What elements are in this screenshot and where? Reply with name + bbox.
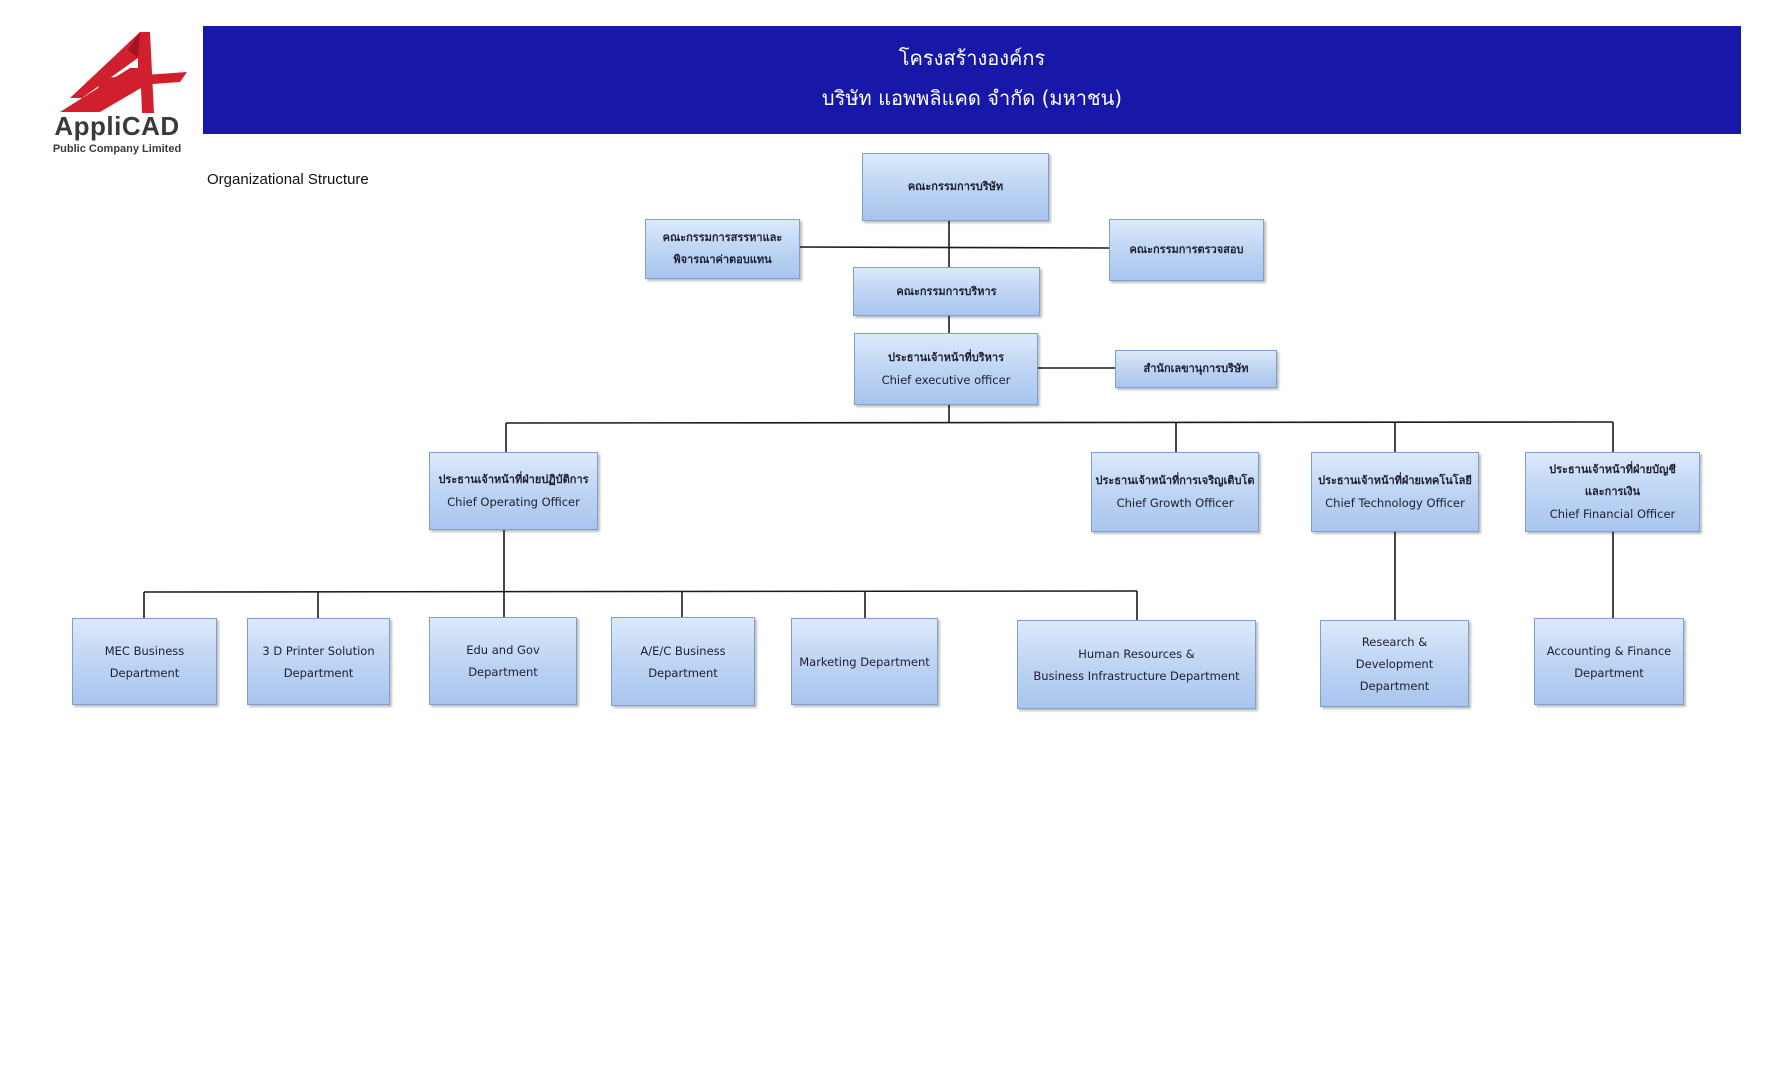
org-box-label: คณะกรรมการบริหาร	[896, 284, 997, 298]
org-box-cgo: ประธานเจ้าหน้าที่การเจริญเติบโต Chief Gr…	[1091, 452, 1259, 532]
org-box-coo: ประธานเจ้าหน้าที่ฝ่ายปฏิบัติการ Chief Op…	[429, 452, 598, 530]
org-box-label: Development	[1355, 656, 1434, 671]
org-box-label: Chief Technology Officer	[1325, 496, 1465, 510]
org-box-label: Chief Financial Officer	[1549, 507, 1676, 521]
org-box-nomination-committee: คณะกรรมการสรรหาและ พิจารณาค่าตอบแทน	[645, 219, 800, 279]
org-box-rnd-department: Research & Development Department	[1320, 620, 1469, 707]
org-box-label: Edu and Gov	[466, 643, 540, 657]
org-box-board: คณะกรรมการบริษัท	[862, 153, 1049, 221]
org-box-label: Chief Operating Officer	[447, 495, 580, 509]
org-box-mec-department: MEC Business Department	[72, 618, 217, 705]
logo-tagline: Public Company Limited	[52, 143, 182, 155]
org-box-edu-gov-department: Edu and Gov Department	[429, 617, 577, 705]
header-subtitle: บริษัท แอพพลิแคด จำกัด (มหาชน)	[821, 86, 1123, 110]
org-box-label: Department	[468, 665, 538, 679]
org-box-label: คณะกรรมการบริษัท	[907, 180, 1004, 193]
org-box-label: ประธานเจ้าหน้าที่ฝ่ายเทคโนโลยี	[1318, 474, 1472, 487]
org-box-label: ประธานเจ้าหน้าที่ฝ่ายบัญชี	[1549, 463, 1676, 476]
org-box-label: Department	[1359, 678, 1430, 693]
org-box-aec-department: A/E/C Business Department	[611, 617, 755, 706]
org-box-cfo: ประธานเจ้าหน้าที่ฝ่ายบัญชี และการเงิน Ch…	[1525, 452, 1700, 532]
connector-line	[505, 421, 1614, 424]
org-box-accounting-department: Accounting & Finance Department	[1534, 618, 1684, 705]
org-box-label: ประธานเจ้าหน้าที่บริหาร	[887, 351, 1004, 364]
connector-line	[143, 590, 1138, 593]
org-box-label: 3 D Printer Solution	[262, 643, 375, 658]
logo-wordmark: AppliCAD	[54, 111, 180, 141]
org-box-label: Department	[648, 665, 718, 680]
org-box-company-secretary: สำนักเลขานุการบริษัท	[1115, 350, 1277, 388]
org-box-label: Marketing Department	[799, 654, 930, 669]
org-box-marketing-department: Marketing Department	[791, 618, 938, 705]
org-box-label: Research &	[1361, 634, 1428, 649]
header-banner: โครงสร้างองค์กร บริษัท แอพพลิแคด จำกัด (…	[203, 26, 1741, 134]
org-box-label: MEC Business	[104, 643, 185, 658]
org-box-label: สำนักเลขานุการบริษัท	[1143, 362, 1249, 375]
org-box-hr-department: Human Resources & Business Infrastructur…	[1017, 620, 1256, 709]
applicad-logo: AppliCAD Public Company Limited	[42, 28, 192, 158]
org-box-cto: ประธานเจ้าหน้าที่ฝ่ายเทคโนโลยี Chief Tec…	[1311, 452, 1479, 532]
org-box-label: Chief executive officer	[881, 373, 1011, 387]
section-title: Organizational Structure	[207, 171, 369, 188]
org-box-executive-committee: คณะกรรมการบริหาร	[853, 267, 1040, 316]
org-box-label: Department	[283, 665, 354, 680]
org-box-label: Business Infrastructure Department	[1033, 668, 1240, 683]
org-box-label: และการเงิน	[1584, 485, 1641, 498]
org-box-label: ประธานเจ้าหน้าที่การเจริญเติบโต	[1095, 474, 1255, 487]
org-box-audit-committee: คณะกรรมการตรวจสอบ	[1109, 219, 1264, 281]
org-box-label: Department	[109, 665, 180, 680]
org-box-label: คณะกรรมการตรวจสอบ	[1129, 243, 1244, 256]
connector-line	[799, 246, 1110, 249]
org-box-label: ประธานเจ้าหน้าที่ฝ่ายปฏิบัติการ	[438, 473, 589, 486]
org-box-ceo: ประธานเจ้าหน้าที่บริหาร Chief executive …	[854, 333, 1038, 405]
org-box-label: Human Resources &	[1078, 646, 1195, 661]
header-title: โครงสร้างองค์กร	[898, 46, 1046, 70]
org-box-label: Chief Growth Officer	[1116, 496, 1234, 510]
org-box-label: Accounting & Finance	[1546, 643, 1672, 658]
org-box-label: พิจารณาค่าตอบแทน	[673, 253, 772, 266]
logo-mark-icon	[60, 32, 187, 113]
org-box-label: Department	[1574, 665, 1644, 680]
org-box-label: A/E/C Business	[640, 643, 726, 658]
org-box-3d-printer-department: 3 D Printer Solution Department	[247, 618, 390, 705]
org-box-label: คณะกรรมการสรรหาและ	[662, 231, 783, 244]
